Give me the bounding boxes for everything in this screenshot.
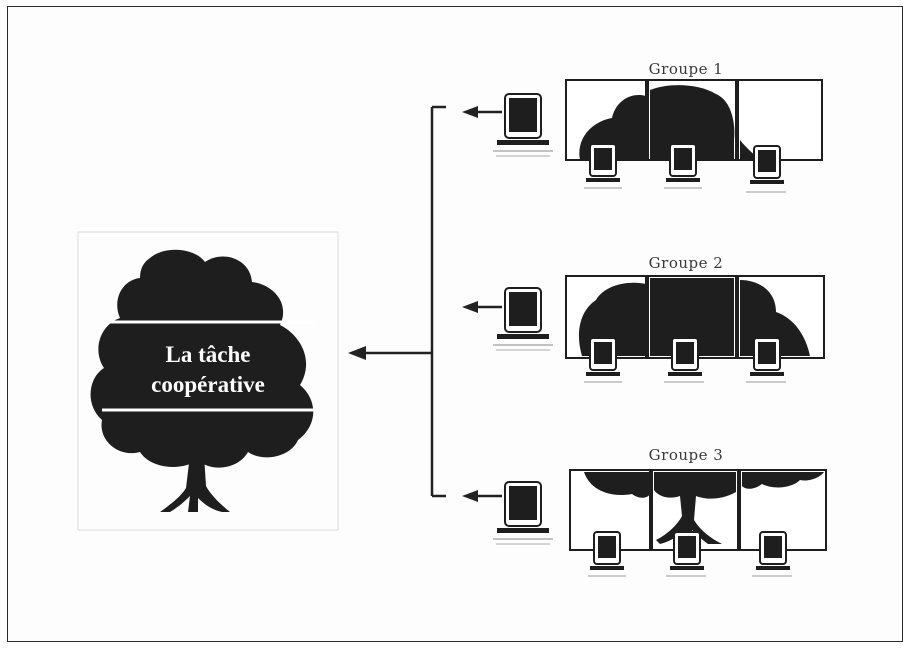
computer-icon: [493, 93, 553, 157]
main-tree: La tâche coopérative: [77, 231, 339, 531]
group3-label: Groupe 3: [649, 446, 724, 464]
computer-icon: [588, 531, 626, 577]
arrow-to-tree: [348, 346, 366, 360]
tree-label-line2: coopérative: [151, 372, 265, 397]
tree-label-line1: La tâche: [166, 342, 251, 367]
tree-icon: [90, 249, 314, 512]
computer-icon: [664, 143, 702, 189]
group3-panels: [569, 469, 827, 551]
connectors: [348, 105, 502, 502]
group-1: Groupe 1: [493, 60, 823, 193]
computer-icon: [752, 531, 792, 577]
computer-icon: [666, 531, 706, 577]
group3-workstations: [588, 531, 792, 577]
group3-arrow: [462, 490, 478, 502]
group-2: Groupe 2: [493, 254, 825, 383]
computer-icon: [746, 337, 786, 383]
group1-panels: [565, 79, 823, 161]
group1-label: Groupe 1: [649, 60, 724, 78]
group1-arrow: [462, 106, 478, 118]
group1-workstations: [584, 143, 786, 193]
group2-label: Groupe 2: [649, 254, 724, 272]
main-tree-box: [77, 231, 339, 531]
group2-panels: [565, 275, 825, 359]
group2-arrow: [462, 301, 478, 313]
computer-icon: [493, 287, 553, 351]
computer-icon: [584, 143, 622, 189]
computer-icon: [584, 337, 622, 383]
computer-icon: [746, 145, 786, 193]
group2-workstations: [584, 337, 786, 383]
group-3: Groupe 3: [493, 446, 827, 577]
computer-icon: [493, 481, 553, 545]
computer-icon: [664, 337, 704, 383]
